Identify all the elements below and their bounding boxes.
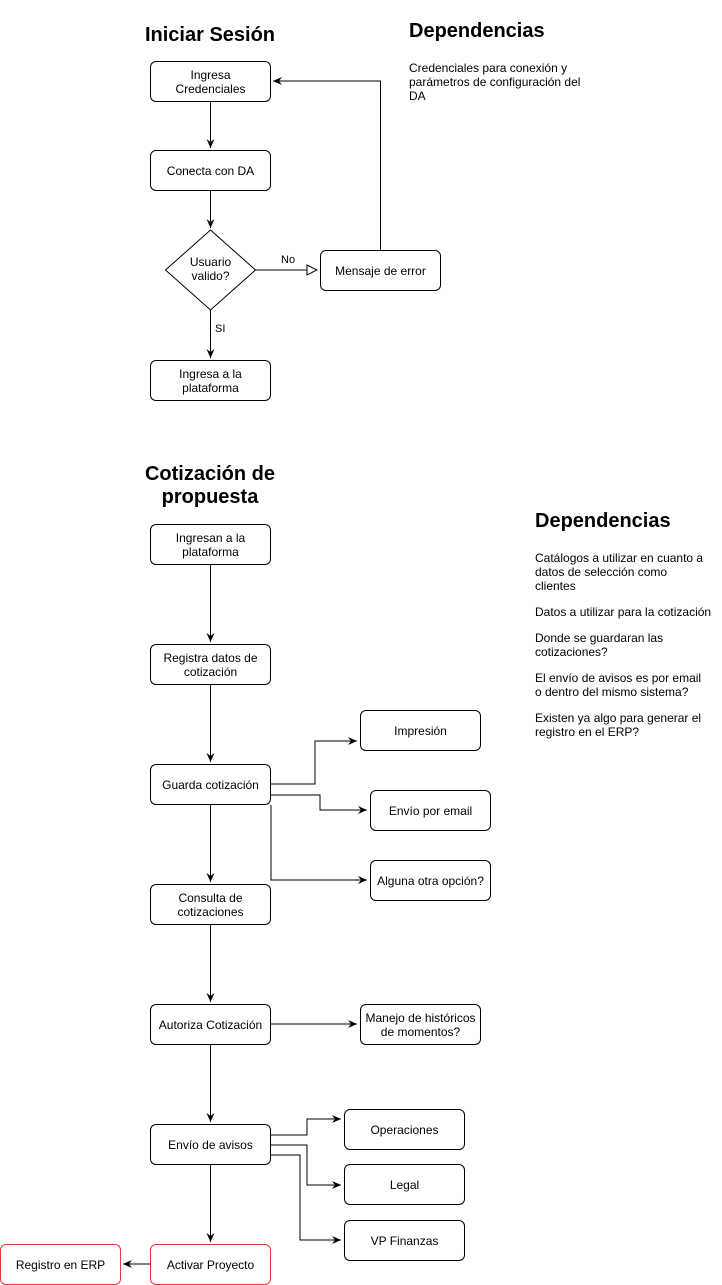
edge-avisos-legal [271, 1144, 341, 1189]
node-guarda-cotizacion[interactable]: Guarda cotización [150, 764, 271, 805]
quote-dependencies-list: Catálogos a utilizar en cuanto a datos d… [535, 551, 711, 751]
node-otra-opcion[interactable]: Alguna otra opción? [370, 860, 491, 901]
dependency-item: El envío de avisos es por email o dentro… [535, 671, 702, 699]
node-manejo-historicos[interactable]: Manejo de históricos de momentos? [360, 1004, 481, 1045]
node-legal[interactable]: Legal [344, 1164, 465, 1205]
node-consulta-cotizaciones[interactable]: Consulta de cotizaciones [150, 884, 271, 925]
quote-section-title: Cotización de propuesta [144, 463, 275, 508]
edge-guarda-email [271, 794, 367, 814]
node-operaciones[interactable]: Operaciones [344, 1109, 465, 1150]
dependency-item: Donde se guardaran las cotizaciones? [535, 631, 664, 659]
node-envio-avisos[interactable]: Envío de avisos [150, 1124, 271, 1165]
edge-guarda-impresion [271, 737, 357, 785]
quote-dependencies-title: Dependencias [535, 510, 671, 532]
node-registra-datos[interactable]: Registra datos de cotización [150, 644, 271, 685]
node-ingresan-plataforma[interactable]: Ingresan a la plataforma [150, 524, 271, 565]
edge-label-no: No [281, 254, 296, 266]
node-autoriza-cotizacion[interactable]: Autoriza Cotización [150, 1004, 271, 1045]
edge-guarda-otra [270, 805, 367, 884]
node-usuario-valido[interactable]: Usuario valido? [189, 255, 232, 283]
login-dependencies-title: Dependencias [409, 20, 545, 42]
node-mensaje-error[interactable]: Mensaje de error [320, 250, 441, 291]
login-dependencies-text: Credenciales para conexión y parámetros … [409, 61, 581, 103]
edge-avisos-operaciones [271, 1115, 341, 1136]
node-activar-proyecto[interactable]: Activar Proyecto [150, 1244, 271, 1285]
edge-label-si: SI [215, 323, 226, 335]
node-ingresa-credenciales[interactable]: Ingresa Credenciales [150, 61, 271, 102]
decision-diamond [164, 229, 257, 311]
node-envio-email[interactable]: Envío por email [370, 790, 491, 831]
node-impresion[interactable]: Impresión [360, 710, 481, 751]
edge-avisos-finanzas [271, 1154, 341, 1244]
dependency-item: Existen ya algo para generar el registro… [535, 711, 702, 739]
node-ingresa-plataforma[interactable]: Ingresa a la plataforma [150, 360, 271, 401]
edge-error-credenciales [273, 77, 381, 250]
node-conecta-da[interactable]: Conecta con DA [150, 150, 271, 191]
node-registro-erp[interactable]: Registro en ERP [0, 1244, 121, 1285]
dependency-item: Catálogos a utilizar en cuanto a datos d… [535, 551, 704, 593]
dependency-item: Datos a utilizar para la cotización [535, 605, 712, 619]
node-vp-finanzas[interactable]: VP Finanzas [344, 1220, 465, 1261]
login-section-title: Iniciar Sesión [144, 24, 276, 46]
